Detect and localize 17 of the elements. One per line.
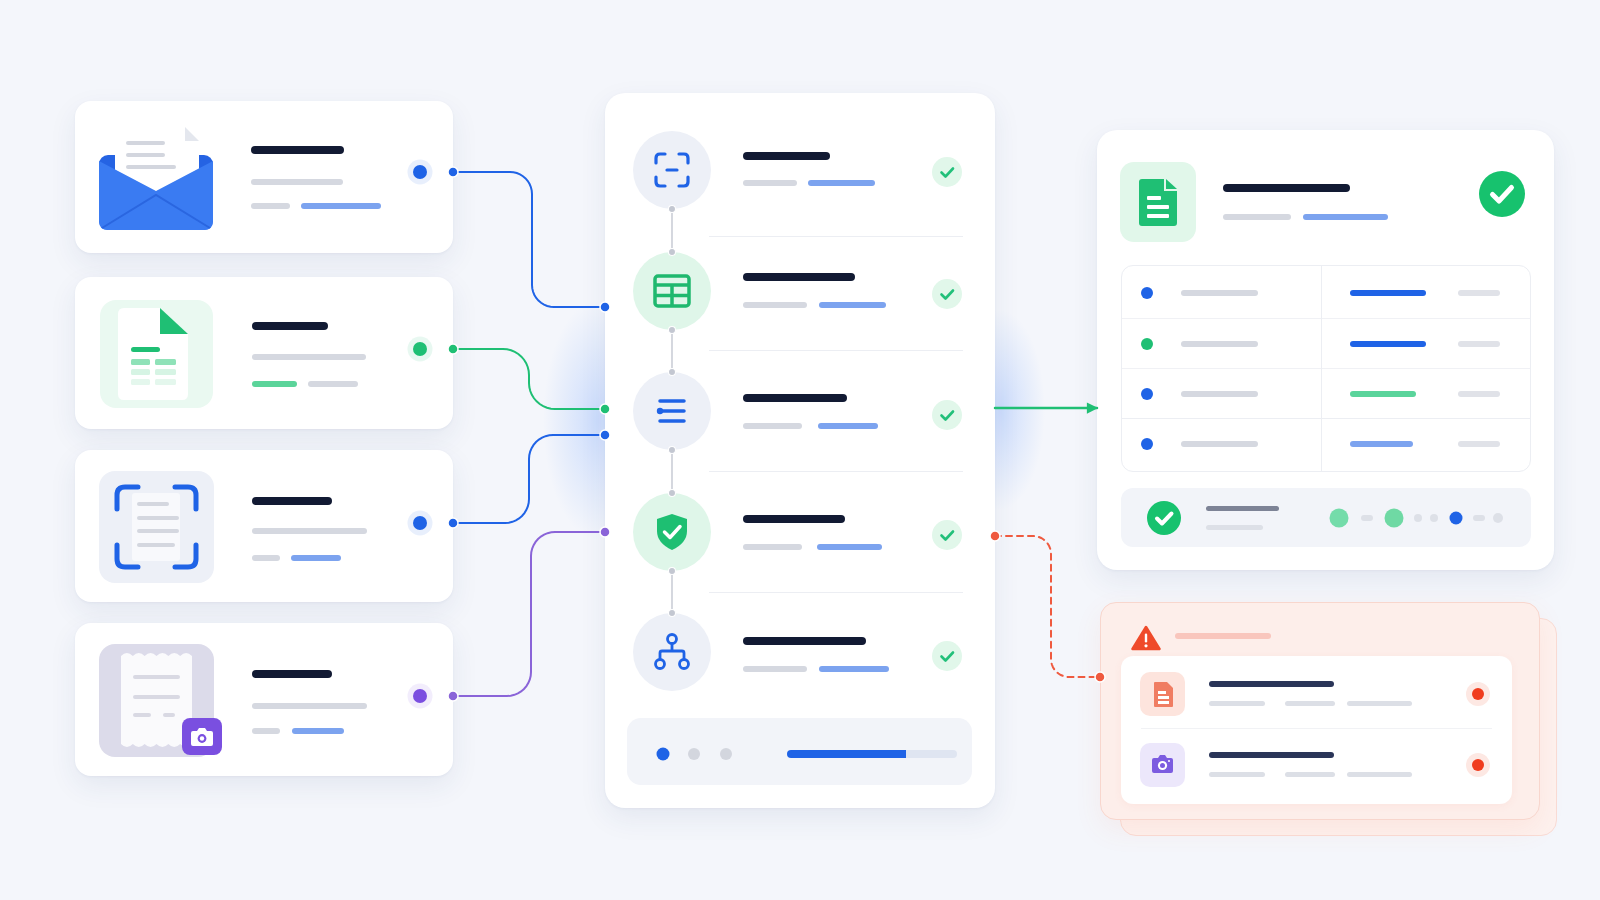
source-card: [75, 101, 453, 253]
connector: [668, 205, 677, 256]
arrow: [993, 402, 1099, 414]
result-card: [1097, 130, 1554, 570]
dashed-connector: [989, 530, 1106, 683]
connector: [668, 326, 677, 377]
connector: [668, 567, 677, 618]
source-card: [75, 277, 453, 429]
connector: [447, 429, 611, 529]
source-card: [75, 450, 453, 602]
connector: [447, 526, 611, 702]
connector: [668, 446, 677, 498]
process-panel: [605, 93, 995, 808]
connector: [447, 166, 611, 313]
source-card: [75, 623, 453, 776]
connector: [447, 343, 611, 415]
error-card: [1100, 602, 1540, 820]
